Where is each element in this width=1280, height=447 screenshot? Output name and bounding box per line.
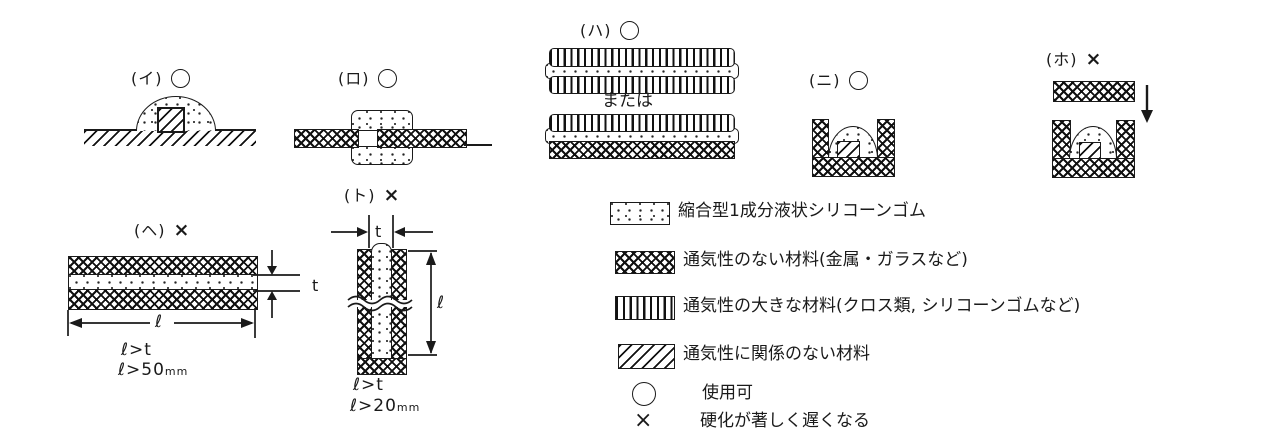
diagram-he-x-mark: × <box>173 219 191 241</box>
width-label: t <box>375 222 382 241</box>
break-lines <box>347 295 413 312</box>
container-base <box>1052 158 1135 178</box>
diagram-ni-name: (ニ) <box>809 70 841 90</box>
diagram-ha-label: (ハ) <box>580 21 639 40</box>
permeable-layer-bottom <box>549 76 735 94</box>
or-text: または <box>602 91 653 111</box>
diagram-ni-label: (ニ) <box>809 71 868 90</box>
diagram-ho-label: (ホ) × <box>1046 50 1102 69</box>
plate-edge-line <box>464 144 492 146</box>
diagram-he-label: (ヘ) × <box>134 221 190 240</box>
legend-swatch-crosshatch <box>615 251 675 274</box>
diagram-i-name: (イ) <box>131 68 163 88</box>
legend-swatch-vstripes <box>615 296 675 320</box>
legend-item-irrelevant: 通気性に関係のない材料 <box>683 344 870 364</box>
permeable-layer-2 <box>549 114 735 132</box>
to-condition-1: ℓ>t <box>353 377 384 394</box>
to-condition-2: ℓ>20mm <box>350 398 420 415</box>
channel-wall-left <box>357 249 374 375</box>
to-condition-2-unit: mm <box>396 401 421 414</box>
diagram-ho-x-mark: × <box>1085 48 1103 70</box>
diagram-ro-ok-circle-icon <box>377 69 397 88</box>
length-dimension-arrows <box>67 308 256 338</box>
he-condition-1: ℓ>t <box>121 342 152 359</box>
legend-item-impermeable: 通気性のない材料(金属・ガラスなど) <box>683 250 968 270</box>
diagram-ro-name: (ロ) <box>338 68 370 88</box>
diagram-ni-ok-circle-icon <box>848 71 868 90</box>
legend-item-permeable: 通気性の大きな材料(クロス類, シリコーンゴムなど) <box>683 296 1081 316</box>
legend-swatch-stipple <box>610 202 670 225</box>
down-arrow-icon <box>1141 85 1153 123</box>
diagram-he-name: (ヘ) <box>134 220 166 240</box>
legend-ok-text: 使用可 <box>702 383 753 403</box>
to-condition-2-text: ℓ>20 <box>350 396 397 416</box>
he-condition-2: ℓ>50mm <box>118 362 188 379</box>
permeable-layer-top <box>549 48 735 67</box>
embedded-part <box>157 107 185 133</box>
silicone-layer <box>68 274 258 292</box>
diagram-ha-ok-circle-icon <box>619 21 639 40</box>
legend-x-text: 硬化が著しく遅くなる <box>700 411 870 431</box>
he-condition-2-text: ℓ>50 <box>118 360 165 380</box>
impermeable-layer-2 <box>549 141 735 159</box>
embedded-part <box>837 141 860 160</box>
diagram-ho-name: (ホ) <box>1046 49 1078 69</box>
legend-x-mark: × <box>634 408 653 433</box>
plate-right <box>377 129 467 148</box>
legend-ok-circle-icon <box>632 382 656 406</box>
length-dimension-arrows <box>408 250 437 356</box>
plate-left <box>294 129 359 148</box>
diagram-i-label: (イ) <box>131 69 190 88</box>
channel-base <box>357 358 407 375</box>
container-base <box>812 157 895 177</box>
impermeable-plate-bottom <box>68 289 258 310</box>
thickness-label: t <box>312 276 319 295</box>
legend-item-silicone: 縮合型1成分液状シリコーンゴム <box>678 201 926 221</box>
thickness-dimension-arrows <box>253 250 300 318</box>
lid-plate <box>1053 81 1135 102</box>
to-condition-1-text: ℓ>t <box>353 375 384 395</box>
diagram-ha-name: (ハ) <box>580 20 612 40</box>
diagram-i-ok-circle-icon <box>170 69 190 88</box>
diagram-to-name: (ト) <box>344 185 376 205</box>
legend-swatch-diagonal <box>618 344 675 369</box>
plate-hole <box>357 130 378 147</box>
diagram-ro-label: (ロ) <box>338 69 397 88</box>
substrate-surface <box>84 129 256 146</box>
diagram-to-label: (ト) × <box>344 186 400 205</box>
width-dimension-arrows <box>331 215 433 248</box>
diagram-to-x-mark: × <box>383 184 401 206</box>
length-label: ℓ <box>155 312 163 332</box>
he-condition-1-text: ℓ>t <box>121 340 152 360</box>
he-condition-2-unit: mm <box>164 365 189 378</box>
length-label: ℓ <box>437 293 445 313</box>
